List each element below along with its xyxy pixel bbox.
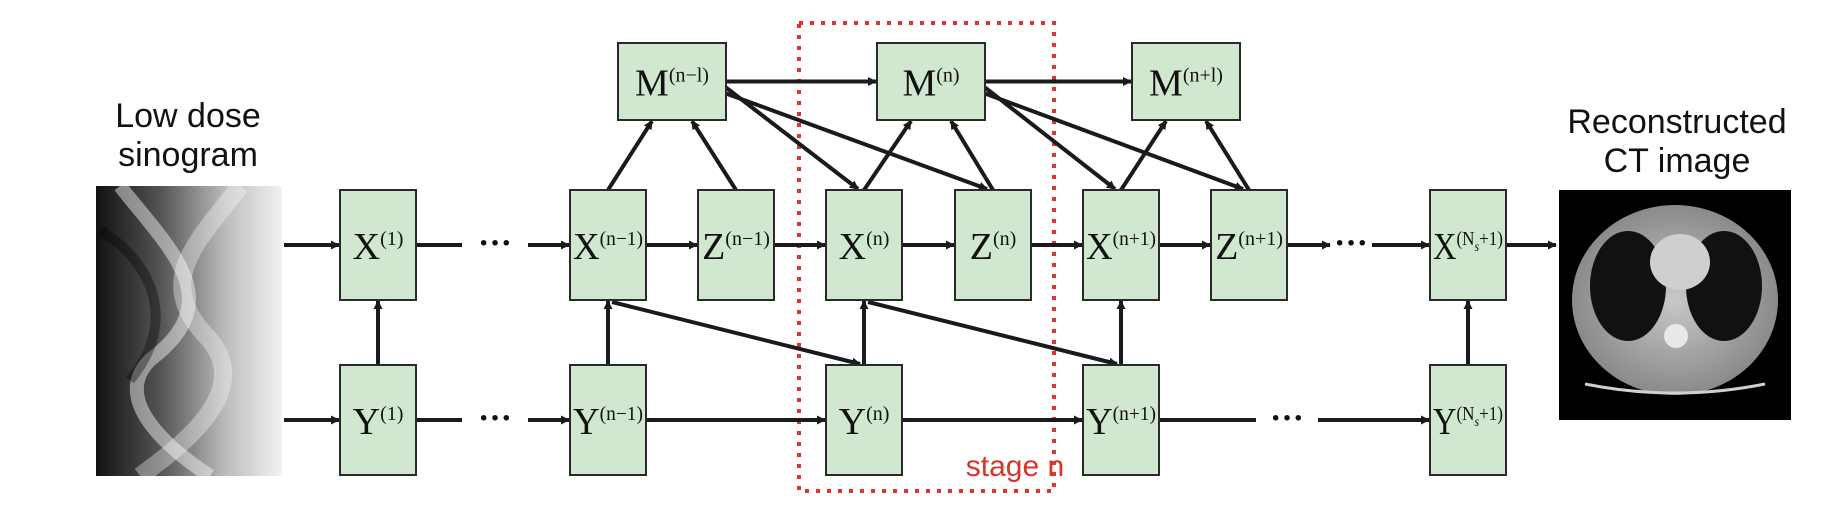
node-xn-label: X(n)	[839, 226, 890, 268]
node-ynm1-box	[569, 364, 647, 476]
sinogram-image	[96, 180, 282, 484]
node-mnm1-label: M(n−l)	[635, 63, 709, 105]
ellipsis-y-left: ···	[478, 400, 512, 437]
stage-n-border	[797, 21, 1056, 493]
node-xnp1-box	[1082, 189, 1160, 301]
edge-mnm1-zn	[725, 91, 988, 191]
node-znp1-label: Z(n+1)	[1215, 226, 1283, 268]
node-ynm1-label: Y(n−1)	[573, 401, 643, 443]
output-label-line2: CT image	[1604, 142, 1751, 180]
ellipsis-y-right: ···	[1270, 400, 1304, 437]
edge-xn-ynp1	[867, 300, 1118, 367]
edge-xnm1-yn	[611, 300, 861, 367]
node-znm1: Z(n−1)	[697, 189, 775, 301]
node-ynp1-label: Y(n+1)	[1086, 401, 1156, 443]
node-x1: X(1)	[339, 189, 417, 301]
node-znm1-box	[697, 189, 775, 301]
node-yNs-box	[1429, 364, 1507, 476]
edge-xn-mn	[862, 119, 913, 192]
edge-zn-mn	[949, 119, 995, 192]
node-znp1: Z(n+1)	[1210, 189, 1288, 301]
node-mnp1-box	[1131, 42, 1241, 121]
ellipses: ··· ··· ··· ···	[478, 225, 1368, 437]
input-label-line1: Low dose	[115, 97, 261, 135]
output-label-line1: Reconstructed	[1567, 103, 1786, 141]
node-xNs: X(Ns+1)	[1429, 189, 1507, 301]
node-x1-label: X(1)	[353, 226, 404, 268]
node-zn-box	[954, 189, 1032, 301]
node-zn-label: Z(n)	[970, 226, 1017, 268]
node-xnp1-label: X(n+1)	[1086, 226, 1156, 268]
node-xn: X(n)	[825, 189, 903, 301]
edge-znm1-mnm1	[690, 119, 738, 192]
edge-znp1-mnp1	[1204, 119, 1251, 192]
node-xn-box	[825, 189, 903, 301]
node-zn: Z(n)	[954, 189, 1032, 301]
edge-mn-znp1	[984, 91, 1244, 191]
edges	[284, 77, 1557, 425]
node-yn-box	[825, 364, 903, 476]
node-znp1-box	[1210, 189, 1288, 301]
node-ynm1: Y(n−1)	[569, 364, 647, 476]
node-znm1-label: Z(n−1)	[702, 226, 770, 268]
node-mnp1: M(n+l)	[1131, 42, 1241, 121]
node-y1: Y(1)	[339, 364, 417, 476]
node-xnm1-box	[569, 189, 647, 301]
ellipsis-x-right: ···	[1334, 225, 1368, 262]
edge-xnp1-mnp1	[1119, 119, 1168, 192]
stage-n-label: stage n	[966, 450, 1064, 483]
node-yn: Y(n)	[825, 364, 903, 476]
node-xNs-label: X(Ns+1)	[1433, 226, 1503, 268]
node-yNs-label: Y(Ns+1)	[1433, 401, 1503, 443]
node-yNs: Y(Ns+1)	[1429, 364, 1507, 476]
ct-image	[1559, 190, 1791, 420]
node-mnm1-box	[617, 42, 727, 121]
node-xNs-box	[1429, 189, 1507, 301]
node-mn-label: M(n)	[902, 63, 959, 105]
node-ynp1-box	[1082, 364, 1160, 476]
node-xnp1: X(n+1)	[1082, 189, 1160, 301]
node-x1-box	[339, 189, 417, 301]
node-xnm1-label: X(n−1)	[573, 226, 643, 268]
nodes: X(1) X(n−1) Z(n−1) X(n) Z(n) X(n+1) Z(n+1) X(Ns…	[339, 42, 1507, 476]
edge-mnm1-xn	[724, 85, 860, 191]
node-mnm1: M(n−l)	[617, 42, 727, 121]
node-xnm1: X(n−1)	[569, 189, 647, 301]
edge-mn-xnp1	[983, 85, 1117, 191]
node-ynp1: Y(n+1)	[1082, 364, 1160, 476]
ellipsis-x-left: ···	[478, 225, 512, 262]
node-yn-label: Y(n)	[839, 401, 890, 443]
edge-xnm1-mnm1	[606, 119, 654, 192]
node-y1-label: Y(1)	[353, 401, 404, 443]
node-y1-box	[339, 364, 417, 476]
node-mn: M(n)	[876, 42, 986, 121]
node-mnp1-label: M(n+l)	[1149, 63, 1223, 105]
input-label-line2: sinogram	[118, 136, 258, 174]
node-mn-box	[876, 42, 986, 121]
